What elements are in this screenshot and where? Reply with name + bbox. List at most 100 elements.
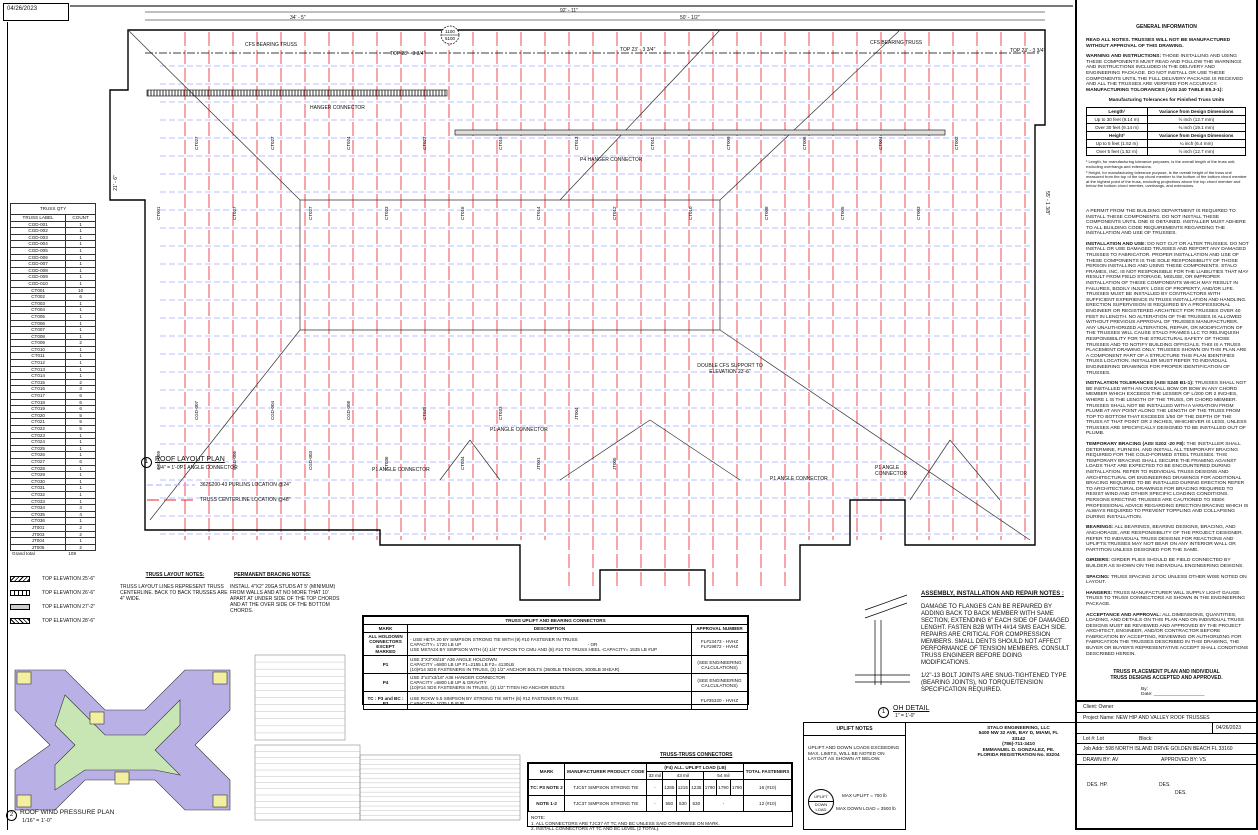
qty-count: 2 <box>65 378 96 387</box>
qty-label: CT008 <box>9 332 67 341</box>
truss-tag: CT016 <box>460 206 465 220</box>
hip-line <box>949 439 1001 501</box>
wind-plan-scale: 1/16" = 1'-0" <box>22 818 52 824</box>
frame-line <box>70 5 1073 7</box>
qty-label: CT002 <box>9 293 67 301</box>
tolerance-table-title: Manufacturing Tolerances for Finished Tr… <box>1108 98 1225 104</box>
truss-tag: JT001 <box>536 457 541 470</box>
truss-tag: CGD-006 <box>232 450 237 470</box>
qty-count: 1 <box>65 359 96 367</box>
truss-tag: CT014 <box>536 206 541 220</box>
description-line: (10)#14 SDS FASTENERS IN TRUSS, (3) 1/2"… <box>410 685 565 690</box>
qty-count: 1 <box>65 260 96 268</box>
qty-label: CT030 <box>9 477 67 486</box>
tt-33: - <box>646 795 664 812</box>
qty-count: 2 <box>65 530 96 539</box>
label-angle: P1 ANGLE CONNECTOR <box>180 465 238 471</box>
truss-tag: CT023 <box>384 206 389 220</box>
legend-truss: TRUSS CENTERLINE LOCATION @48" <box>200 497 291 503</box>
qty-count: 1 <box>65 299 96 308</box>
warning-text: THOSE INSTALLING AND USING THESE COMPONE… <box>1086 54 1243 88</box>
qty-label: CGD-001 <box>9 220 67 229</box>
qty-label: CT010 <box>9 345 67 354</box>
qty-label: CT016 <box>9 385 67 394</box>
hip-line <box>127 29 301 201</box>
truss-tag: CT027 <box>270 136 275 150</box>
plan-number: 1 <box>141 457 152 468</box>
qty-label: CT001 <box>9 286 67 295</box>
qty-count: 6 <box>65 398 96 407</box>
tolerance-cell: Variance from Design Dimensions <box>1146 107 1247 117</box>
tt-mark: NOTE 1-2 <box>527 795 566 812</box>
qty-count: 5 <box>65 411 96 420</box>
uplift-notes-box: UPLIFT NOTES UPLIFT AND DOWN LOADS EXCEE… <box>803 722 906 830</box>
label-cfs-bearing: CFS BEARING TRUSS <box>870 40 923 46</box>
hip-line <box>909 439 951 501</box>
qty-title: TRUSS QTY <box>10 203 96 215</box>
drawn-by: DRAWN BY: AV <box>1083 756 1119 763</box>
dim-overall: 92' - 11" <box>560 8 578 14</box>
description-line: CAPACITY= 1035 LB #UP <box>410 700 464 706</box>
building-outline <box>109 29 1046 601</box>
tolerance-cell: Up to 30 feet (9.14 m) <box>1086 115 1148 125</box>
header-total: TOTAL FASTENERS <box>743 763 792 780</box>
qty-count: 6 <box>65 392 96 400</box>
qty-label: CGD-003 <box>9 233 67 242</box>
qty-count: 1 <box>65 332 96 341</box>
truss-tag: CT027 <box>194 136 199 150</box>
uplift-value: 1100 <box>445 29 455 34</box>
qty-count: 4 <box>65 510 96 519</box>
tt-43: 530 <box>689 795 704 812</box>
project-name: Project Name: NEW HIP AND VALLEY ROOF TR… <box>1077 713 1256 723</box>
elevation-label: TOP ELEVATION 26'-6" <box>42 590 95 596</box>
assembly-title: ASSEMBLY, INSTALLATION AND REPAIR NOTES … <box>921 591 1064 597</box>
oh-detail-drawing <box>855 594 910 685</box>
qty-count: 1 <box>65 490 96 499</box>
connector-mark: P1 <box>363 655 408 674</box>
wind-pressure-plan-drawing <box>14 669 231 811</box>
date-field[interactable]: Date: ___________________ <box>1141 692 1205 698</box>
qty-count: 6 <box>65 405 96 413</box>
connector-row: ALL HOLDOWN CONNECTORS EXCEPT MARKED- US… <box>363 632 748 656</box>
hip-line <box>469 439 501 481</box>
qty-count: 1 <box>65 484 96 492</box>
footnote-1: ¹ Length, for manufacturing tolerance pu… <box>1086 159 1236 169</box>
acceptance-heading: ACCEPTANCE AND APPROVAL: <box>1086 612 1161 618</box>
qty-count: 1 <box>65 497 96 506</box>
tt-43: 550 <box>662 795 677 812</box>
qty-count: 1 <box>65 273 96 281</box>
engineer-line: 5400 NW 32 AVE, BAY D, MIAMI, FL <box>978 731 1059 737</box>
bearings-heading: BEARINGS: <box>1086 525 1114 531</box>
truss-tag: CGD-003 <box>308 450 313 470</box>
elevation-label: TOP ELEVATION 25'-6" <box>42 576 95 582</box>
by-field[interactable]: By: <box>1141 687 1148 693</box>
truss-tag: CT033 <box>498 406 503 420</box>
tt-note: 1. ALL CONNECTORS ARE TJC37 AT TC AND BC… <box>531 820 720 826</box>
roof-layout-plan-drawing: 11005100CT001CT027CT027CT027CT027CT024CT… <box>109 11 1046 601</box>
max-down-load: MAX DOWN LOAD = 3500 lb <box>836 806 896 811</box>
bearing-truss-solid <box>454 129 946 136</box>
qty-count: 1 <box>65 451 96 459</box>
temp-text: THE INSTALLER SHALL DETERMINE, FURNISH, … <box>1086 442 1249 520</box>
label-cfs-bearing: CFS BEARING TRUSS <box>245 42 298 48</box>
connector-approval: (SEE ENGINEERING CALCULATIONS) <box>691 673 748 692</box>
title-block: Client: Owner Project Name: NEW HIP AND … <box>1075 700 1258 830</box>
tt-54: 1790 <box>729 779 745 796</box>
